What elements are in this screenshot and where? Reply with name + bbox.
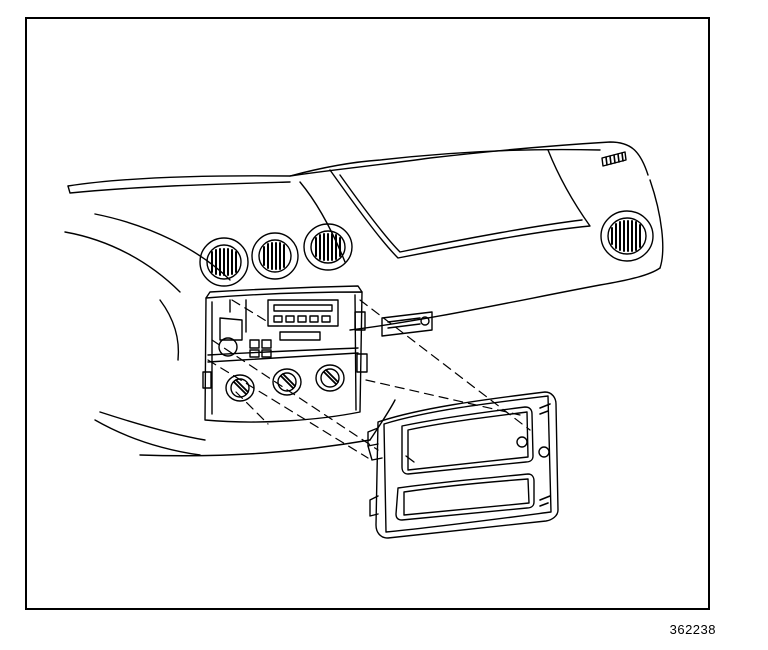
- dash-switch: [382, 312, 432, 336]
- air-vent-3: [304, 224, 352, 270]
- center-stack-cavity: [205, 286, 362, 422]
- alignment-lines: [208, 300, 530, 458]
- dashboard-outline: [65, 142, 663, 456]
- hvac-knob-right: [316, 365, 344, 391]
- radio-unit: [219, 300, 338, 357]
- defrost-grille: [602, 152, 626, 166]
- illustration-frame: [25, 17, 710, 610]
- figure-id-number: 362238: [669, 622, 716, 637]
- trim-bezel: [368, 392, 558, 538]
- air-vent-1: [200, 238, 248, 286]
- air-vent-right: [601, 211, 653, 261]
- air-vent-2: [252, 233, 298, 279]
- cavity-side-clips: [203, 312, 367, 388]
- passenger-airbag-panel: [330, 150, 590, 258]
- hvac-knob-center: [273, 369, 301, 395]
